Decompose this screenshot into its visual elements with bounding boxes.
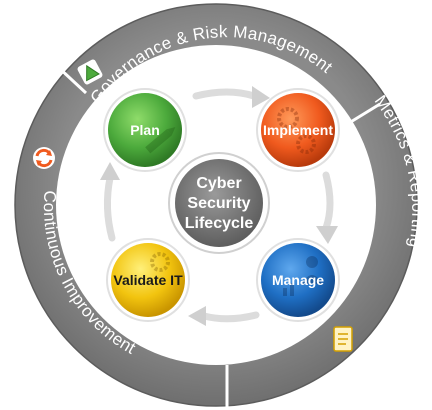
pencil-icon [145,127,176,154]
arrowhead-implement [252,86,270,108]
person-chart-icon [283,256,322,296]
cycle-arrows [103,88,334,323]
gears-icon [277,107,316,154]
cycle-arrowheads [100,86,338,326]
document-icon [333,326,353,352]
center-line-1: Cyber [196,175,241,192]
node-plan[interactable]: Plan [103,88,187,172]
arrowhead-plan [100,162,120,180]
arrow-validate-to-plan [103,174,116,242]
arrowhead-validate [188,306,206,326]
arrowhead-manage [316,226,338,244]
node-validate-label: Validate IT [113,272,183,288]
triangle-warning-icon [77,59,103,85]
arrow-manage-to-validate [200,311,260,323]
node-validate[interactable]: Validate IT [106,238,190,322]
node-plan-label: Plan [130,122,160,138]
arrow-plan-to-implement [192,88,258,100]
gear-icon [150,252,170,272]
center-line-3: Lifecycle [185,215,254,232]
node-manage-label: Manage [272,272,324,288]
refresh-cycle-icon [33,147,55,169]
node-manage[interactable]: Manage [256,238,340,322]
center-hub: Cyber Security Lifecycle [168,152,270,254]
node-implement[interactable]: Implement [256,88,340,172]
center-line-2: Security [187,195,250,212]
node-implement-label: Implement [263,122,333,138]
arrow-implement-to-manage [322,171,334,232]
